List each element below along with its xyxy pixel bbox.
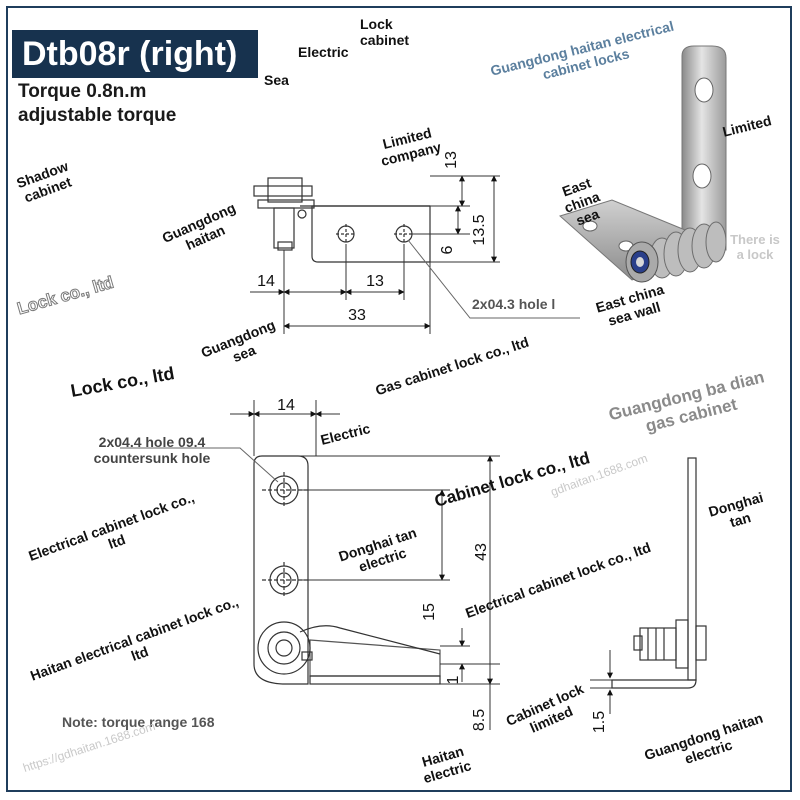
- front-view-dimensions: [120, 400, 500, 730]
- side-view-drawing: [611, 457, 707, 689]
- top-view-drawing: [253, 177, 431, 263]
- side-view-dimensions: [590, 650, 613, 714]
- wm-electric-top: Electric: [298, 44, 349, 60]
- wm-there-is-a-lock: There is a lock: [730, 232, 780, 262]
- image-border: [6, 6, 792, 792]
- top-view-dimensions: [250, 175, 580, 334]
- dim-43: 43: [473, 543, 490, 561]
- front-view-drawing: [253, 455, 441, 685]
- wm-sea-top: Sea: [264, 72, 289, 88]
- dim-13-vertical: 13: [443, 151, 460, 169]
- dim-1-5: 1.5: [591, 711, 608, 733]
- dim-14-front: 14: [277, 397, 295, 414]
- dim-15: 15: [421, 603, 438, 621]
- dim-8-5: 8.5: [471, 709, 488, 731]
- top-view-dim-labels: 14 13 33 13 13.5 6: [257, 151, 488, 324]
- dim-13-horizontal: 13: [366, 273, 384, 290]
- wm-lock-cabinet: Lock cabinet: [360, 16, 410, 48]
- front-view-dim-labels: 14 43 15 1 8.5: [277, 397, 490, 731]
- dim-14-top: 14: [257, 273, 275, 290]
- torque-note: Note: torque range 168: [62, 714, 215, 730]
- dim-1: 1: [445, 675, 462, 684]
- product-title: Dtb08r (right): [12, 30, 258, 78]
- dim-6: 6: [439, 245, 456, 254]
- dim-33: 33: [348, 307, 366, 324]
- front-hole-callout: 2x04.4 hole 09.4 countersunk hole: [93, 434, 211, 466]
- top-hole-callout: 2x04.3 hole l: [472, 296, 556, 312]
- torque-spec: Torque 0.8n.m adjustable torque: [18, 81, 177, 126]
- dim-13-5: 13.5: [471, 214, 488, 245]
- product-photo: [559, 45, 727, 283]
